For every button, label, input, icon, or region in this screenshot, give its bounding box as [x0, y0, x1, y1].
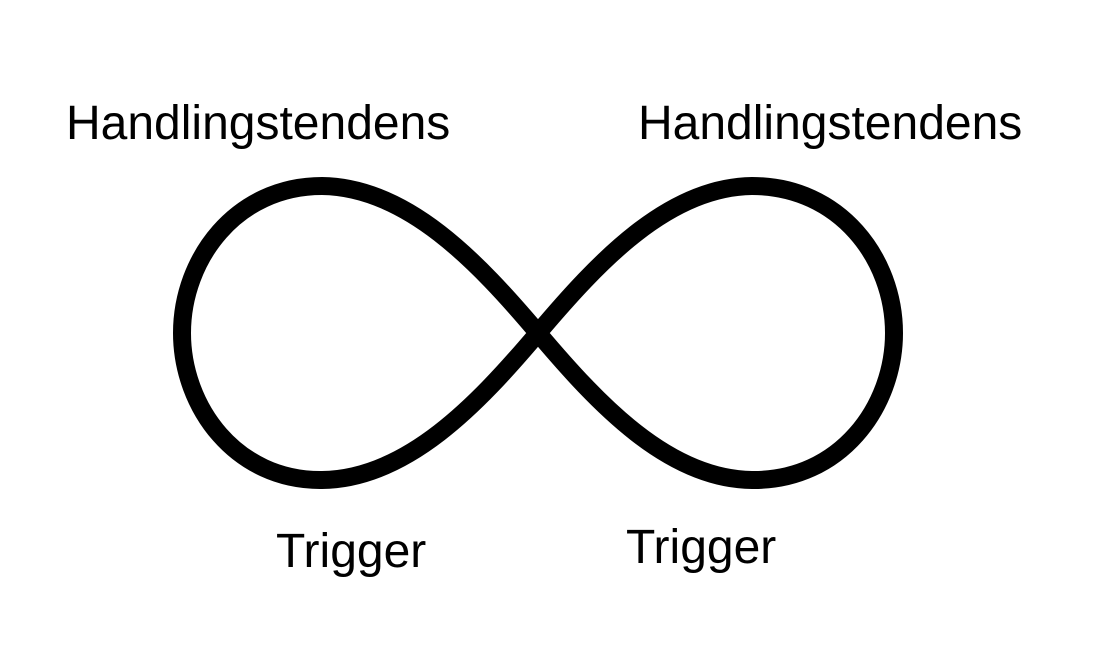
label-handlingstendens-left: Handlingstendens: [66, 97, 451, 150]
infinity-loop: [173, 177, 903, 490]
label-handlingstendens-right: Handlingstendens: [638, 97, 1023, 150]
label-trigger-left: Trigger: [276, 525, 427, 578]
label-trigger-right: Trigger: [626, 521, 777, 574]
